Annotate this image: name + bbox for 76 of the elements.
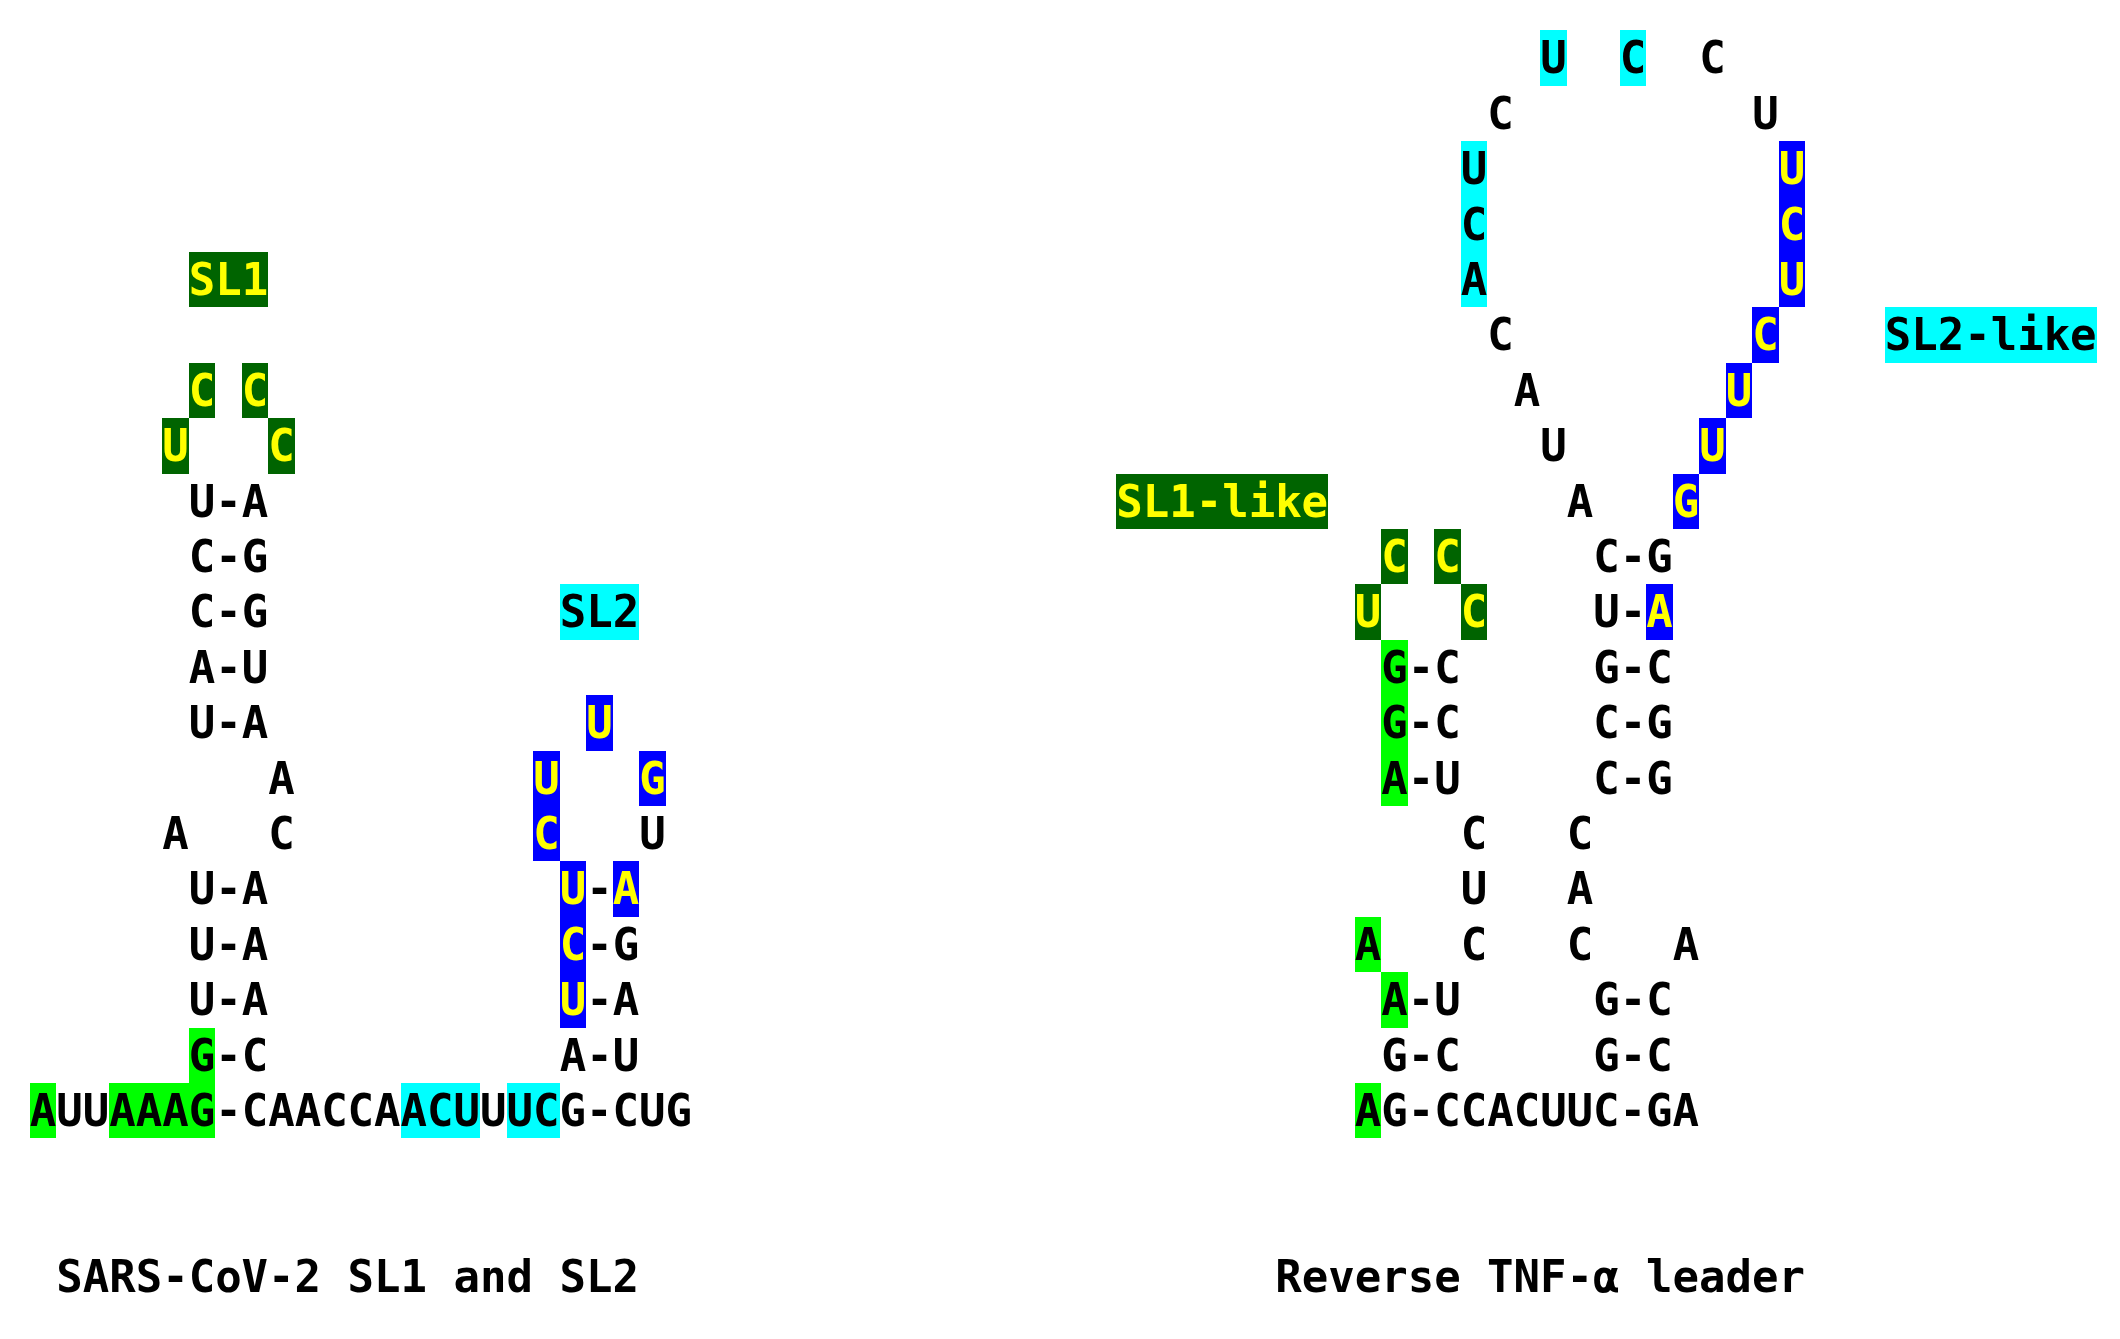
- nucleotide: U: [533, 750, 560, 806]
- base-pair: G-C: [1381, 695, 1461, 751]
- nucleotide: C: [1778, 196, 1806, 252]
- stem-loop-tag: SL2-like: [1884, 307, 2097, 363]
- stem-loop-tag: SL1: [188, 252, 269, 308]
- base-pair: U-A: [559, 861, 640, 917]
- nucleotide: G: [1672, 473, 1700, 529]
- sequence-text: AG-CCACUUC-GA: [1354, 1083, 1700, 1139]
- base-pair: C-G: [559, 916, 640, 973]
- base-pair: G-C: [1381, 639, 1461, 696]
- base-pair: C-G: [188, 530, 269, 584]
- nucleotide: A: [1566, 862, 1594, 917]
- nucleotide: G: [639, 750, 666, 806]
- nucleotide: C: [1566, 807, 1594, 861]
- base-pair: A-U: [1381, 750, 1461, 806]
- nucleotide: U: [1460, 862, 1488, 917]
- nucleotide: C: [1460, 584, 1488, 640]
- nucleotide: C: [1460, 807, 1488, 861]
- nucleotide: C: [1699, 31, 1726, 86]
- base-pair: U-A: [188, 917, 269, 972]
- base-pair: G-C: [188, 1027, 269, 1083]
- structure-caption: Reverse TNF-α leader: [1275, 1250, 1805, 1305]
- base-pair: A-U: [188, 640, 269, 695]
- base-pair: U-A: [188, 696, 269, 751]
- nucleotide: U: [1725, 362, 1753, 419]
- nucleotide: U: [1778, 141, 1806, 197]
- base-pair: C-G: [1593, 696, 1673, 751]
- nucleotide: A: [1460, 252, 1488, 308]
- nucleotide: C: [268, 418, 295, 474]
- base-pair: A-U: [1381, 972, 1461, 1028]
- base-pair: U-A: [1593, 584, 1673, 640]
- nucleotide: C: [1752, 307, 1779, 363]
- base-pair: U-A: [559, 972, 640, 1028]
- base-pair: C-G: [1593, 530, 1673, 584]
- nucleotide: A: [1672, 917, 1700, 972]
- base-pair: G-C: [1593, 640, 1673, 695]
- nucleotide: A: [268, 751, 295, 806]
- nucleotide: C: [1619, 30, 1647, 86]
- structure-caption: SARS-CoV-2 SL1 and SL2: [56, 1250, 639, 1305]
- base-pair: U-A: [188, 862, 269, 917]
- nucleotide: U: [1540, 30, 1567, 86]
- base-pair: C-G: [188, 585, 269, 640]
- base-pair: C-G: [1593, 751, 1673, 806]
- nucleotide: A: [162, 807, 189, 861]
- nucleotide: U: [586, 695, 613, 751]
- nucleotide: U: [639, 807, 666, 861]
- nucleotide: U: [1460, 141, 1488, 197]
- stem-loop-tag: SL2: [559, 584, 640, 640]
- nucleotide: C: [1460, 917, 1488, 972]
- nucleotide: C: [1487, 308, 1514, 363]
- nucleotide: U: [1778, 252, 1806, 308]
- nucleotide: A: [1566, 474, 1594, 529]
- sequence-text: AUUAAAG-CAACCAACUUUCG-CUG: [29, 1083, 693, 1139]
- base-pair: G-C: [1593, 1028, 1673, 1083]
- nucleotide: C: [533, 806, 560, 862]
- nucleotide: C: [241, 362, 269, 419]
- nucleotide: C: [1381, 529, 1408, 585]
- nucleotide: A: [1354, 916, 1382, 973]
- base-pair: U-A: [188, 474, 269, 529]
- base-pair: U-A: [188, 973, 269, 1028]
- nucleotide: U: [1699, 418, 1726, 474]
- stem-loop-tag: SL1-like: [1116, 473, 1329, 529]
- base-pair: G-C: [1593, 973, 1673, 1028]
- base-pair: A-U: [559, 1028, 640, 1083]
- nucleotide: U: [1540, 419, 1567, 474]
- nucleotide: C: [1566, 917, 1594, 972]
- nucleotide: C: [268, 807, 295, 861]
- nucleotide: A: [1513, 363, 1541, 418]
- nucleotide: C: [1434, 529, 1461, 585]
- nucleotide: C: [188, 362, 216, 419]
- nucleotide: C: [1487, 86, 1514, 141]
- base-pair: G-C: [1381, 1028, 1461, 1083]
- nucleotide: U: [162, 418, 189, 474]
- nucleotide: U: [1354, 584, 1382, 640]
- nucleotide: C: [1460, 196, 1488, 252]
- nucleotide: U: [1752, 86, 1779, 141]
